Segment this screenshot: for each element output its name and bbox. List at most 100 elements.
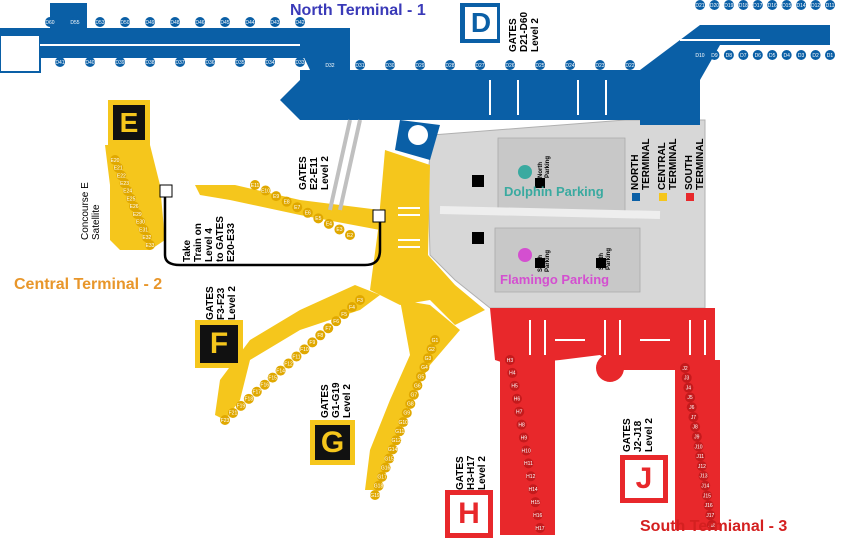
gate-d17-label: D17 <box>753 3 762 9</box>
gate-e33-label: E33 <box>146 243 155 249</box>
gate-f7-label: F7 <box>325 326 331 332</box>
gate-d3-marker <box>796 50 807 60</box>
gate-g3-label: G3 <box>425 356 432 362</box>
flamingo-parking-label: Flamingo Parking <box>500 272 610 287</box>
gate-e21-label: E21 <box>114 166 123 172</box>
gate-e23-label: E23 <box>120 181 129 187</box>
gate-f3-label: F3 <box>357 298 363 304</box>
gate-h16-label: H16 <box>533 513 542 519</box>
gate-e24-label: E24 <box>123 189 132 195</box>
gate-j14-label: J14 <box>701 484 709 490</box>
gate-e3-marker <box>334 224 345 235</box>
gate-d22-label: D22 <box>625 63 634 69</box>
gate-d37-marker <box>175 57 185 67</box>
gate-d12-marker <box>810 0 821 10</box>
gate-d15-label: D15 <box>782 3 791 9</box>
gate-e9-label: E9 <box>273 194 279 200</box>
gate-j9-marker <box>691 431 702 442</box>
gate-d8-label: D8 <box>726 53 733 59</box>
gate-g12-label: G12 <box>391 438 401 444</box>
gate-d55-label: D55 <box>70 20 79 26</box>
gate-e25-label: E25 <box>126 196 135 202</box>
legend-north-swatch <box>632 193 640 201</box>
gate-g16-marker <box>380 462 391 473</box>
concourse-j-letter: J <box>625 460 663 498</box>
gate-d50-marker <box>120 17 130 27</box>
gate-e6-marker <box>302 207 313 218</box>
gate-d20-label: D20 <box>710 3 719 9</box>
gate-d26-marker <box>505 60 515 70</box>
concourse-h-letter: H <box>450 495 488 533</box>
airplane-icon <box>408 125 428 145</box>
gate-d11-label: D11 <box>826 3 835 9</box>
gate-f14-label: F14 <box>276 368 285 374</box>
gate-d46-label: D46 <box>195 20 204 26</box>
gate-g14-marker <box>387 444 398 455</box>
gate-f10-label: F10 <box>300 347 309 353</box>
gate-g17-label: G17 <box>377 475 387 481</box>
gate-d25-label: D25 <box>535 63 544 69</box>
concourse-f-letter: F <box>200 325 238 363</box>
gate-j9-label: J9 <box>694 434 700 440</box>
gate-g18-marker <box>373 480 384 491</box>
gate-e4-label: E4 <box>326 222 332 228</box>
gate-d60-marker <box>45 17 55 27</box>
gate-d20-marker <box>709 0 720 10</box>
gate-d28-label: D28 <box>445 63 454 69</box>
gate-f23-label: F23 <box>221 418 230 424</box>
gate-e25-marker <box>125 193 136 204</box>
gate-h17-marker <box>535 523 545 533</box>
gate-f5-label: F5 <box>341 312 347 318</box>
gate-e29-marker <box>132 209 143 220</box>
gate-g1-label: G1 <box>432 338 439 344</box>
gate-j2-label: J2 <box>682 366 688 372</box>
gate-d1-marker <box>825 50 835 60</box>
gate-d37-label: D37 <box>175 60 184 66</box>
gate-d48-marker <box>170 17 180 27</box>
north-terminal-left-end <box>0 34 41 73</box>
gate-j15-label: J15 <box>703 493 711 499</box>
gate-d31-marker <box>355 60 365 70</box>
gate-h12-label: H12 <box>526 474 535 480</box>
gate-g9-marker <box>401 407 412 418</box>
gate-f16-label: F16 <box>260 383 269 389</box>
gate-f19-label: F19 <box>237 404 246 410</box>
gate-e32-label: E32 <box>142 235 151 241</box>
gate-d24-label: D24 <box>565 63 574 69</box>
gate-e21-marker <box>113 162 124 173</box>
gate-d1-label: D1 <box>827 53 834 59</box>
gate-d12-label: D12 <box>811 3 820 9</box>
gate-d45-label: D45 <box>220 20 229 26</box>
gate-g11-label: G11 <box>395 429 404 435</box>
gate-g4-marker <box>419 362 430 373</box>
gate-d60-label: D60 <box>45 20 54 26</box>
concourse-g-letter: G <box>315 425 350 460</box>
gate-d23-marker <box>595 60 605 70</box>
gate-d7-marker <box>738 50 749 60</box>
gate-h16-marker <box>532 510 543 521</box>
gate-j3-marker <box>681 372 692 383</box>
gate-h5-marker <box>509 380 520 391</box>
gate-d49-label: D49 <box>145 20 154 26</box>
gate-j11-marker <box>695 451 706 462</box>
gate-g16-label: G16 <box>381 465 391 471</box>
gate-e30-marker <box>135 216 146 227</box>
gate-d18-label: D18 <box>739 3 748 9</box>
gate-e20-label: E20 <box>111 158 120 164</box>
parking-garage-dolphin <box>497 137 626 213</box>
gate-d40-marker <box>85 57 95 67</box>
gate-e5-marker <box>313 213 324 224</box>
gate-j4-label: J4 <box>686 385 692 391</box>
gate-d27-marker <box>475 60 485 70</box>
gate-g8-label: G8 <box>407 402 414 408</box>
gate-h17-label: H17 <box>535 526 544 532</box>
gate-d11-marker <box>825 0 835 10</box>
gate-d29-label: D29 <box>415 63 424 69</box>
gate-d22-marker <box>625 60 635 70</box>
gate-d5-marker <box>767 50 778 60</box>
gate-d14-label: D14 <box>797 3 806 9</box>
gate-e23-marker <box>119 178 130 189</box>
gate-e11-marker <box>250 180 260 190</box>
